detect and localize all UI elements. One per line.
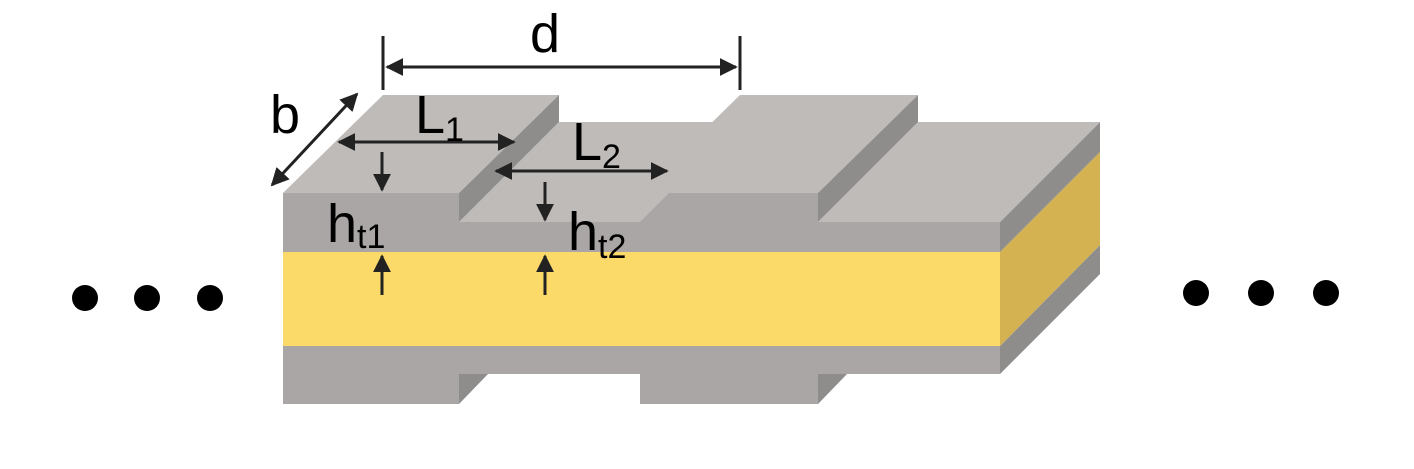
top-metal-layer xyxy=(283,95,1100,252)
label-l1-main: L xyxy=(415,85,445,145)
tooth-1-step-side xyxy=(459,95,559,222)
tooth-1-front xyxy=(283,193,459,223)
core-layer xyxy=(283,152,1100,346)
label-l2: L2 xyxy=(572,112,621,176)
bottom-layer-side xyxy=(1000,245,1100,374)
label-ht2-sub: t2 xyxy=(598,228,626,266)
bottom-tooth-side-1 xyxy=(459,374,488,404)
label-ht1-sub: t1 xyxy=(357,218,385,256)
dot xyxy=(1183,280,1209,306)
label-l1-sub: 1 xyxy=(445,111,464,149)
core-side xyxy=(1000,152,1100,346)
tooth-2-front xyxy=(640,193,818,223)
bottom-tooth-side-2 xyxy=(818,374,847,404)
dot xyxy=(197,285,223,311)
label-ht1: ht1 xyxy=(327,194,385,256)
labels: d b L1 L2 ht1 ht2 xyxy=(270,4,626,266)
label-l2-sub: 2 xyxy=(602,138,621,176)
dot xyxy=(1313,280,1339,306)
label-l1: L1 xyxy=(415,85,464,149)
bottom-layer-front xyxy=(283,346,1000,404)
core-front xyxy=(283,252,1000,346)
continuation-dots-right xyxy=(1183,280,1339,306)
label-l2-main: L xyxy=(572,112,602,172)
dot xyxy=(134,285,160,311)
top-layer-side xyxy=(1000,122,1100,252)
tooth-2-step-side xyxy=(818,95,918,222)
top-front-base xyxy=(283,222,1000,252)
bottom-metal-layer xyxy=(283,245,1100,404)
label-b: b xyxy=(270,85,300,145)
dot xyxy=(1248,280,1274,306)
label-ht2-main: h xyxy=(568,202,598,262)
continuation-dots-left xyxy=(72,285,223,311)
label-ht2: ht2 xyxy=(568,202,626,266)
b-arrow xyxy=(270,92,359,187)
dimension-indicators xyxy=(270,36,742,295)
dot xyxy=(72,285,98,311)
plateau-top-right xyxy=(818,122,1100,222)
tooth-2-top xyxy=(640,95,918,193)
label-d: d xyxy=(530,4,560,64)
label-ht1-main: h xyxy=(327,194,357,254)
